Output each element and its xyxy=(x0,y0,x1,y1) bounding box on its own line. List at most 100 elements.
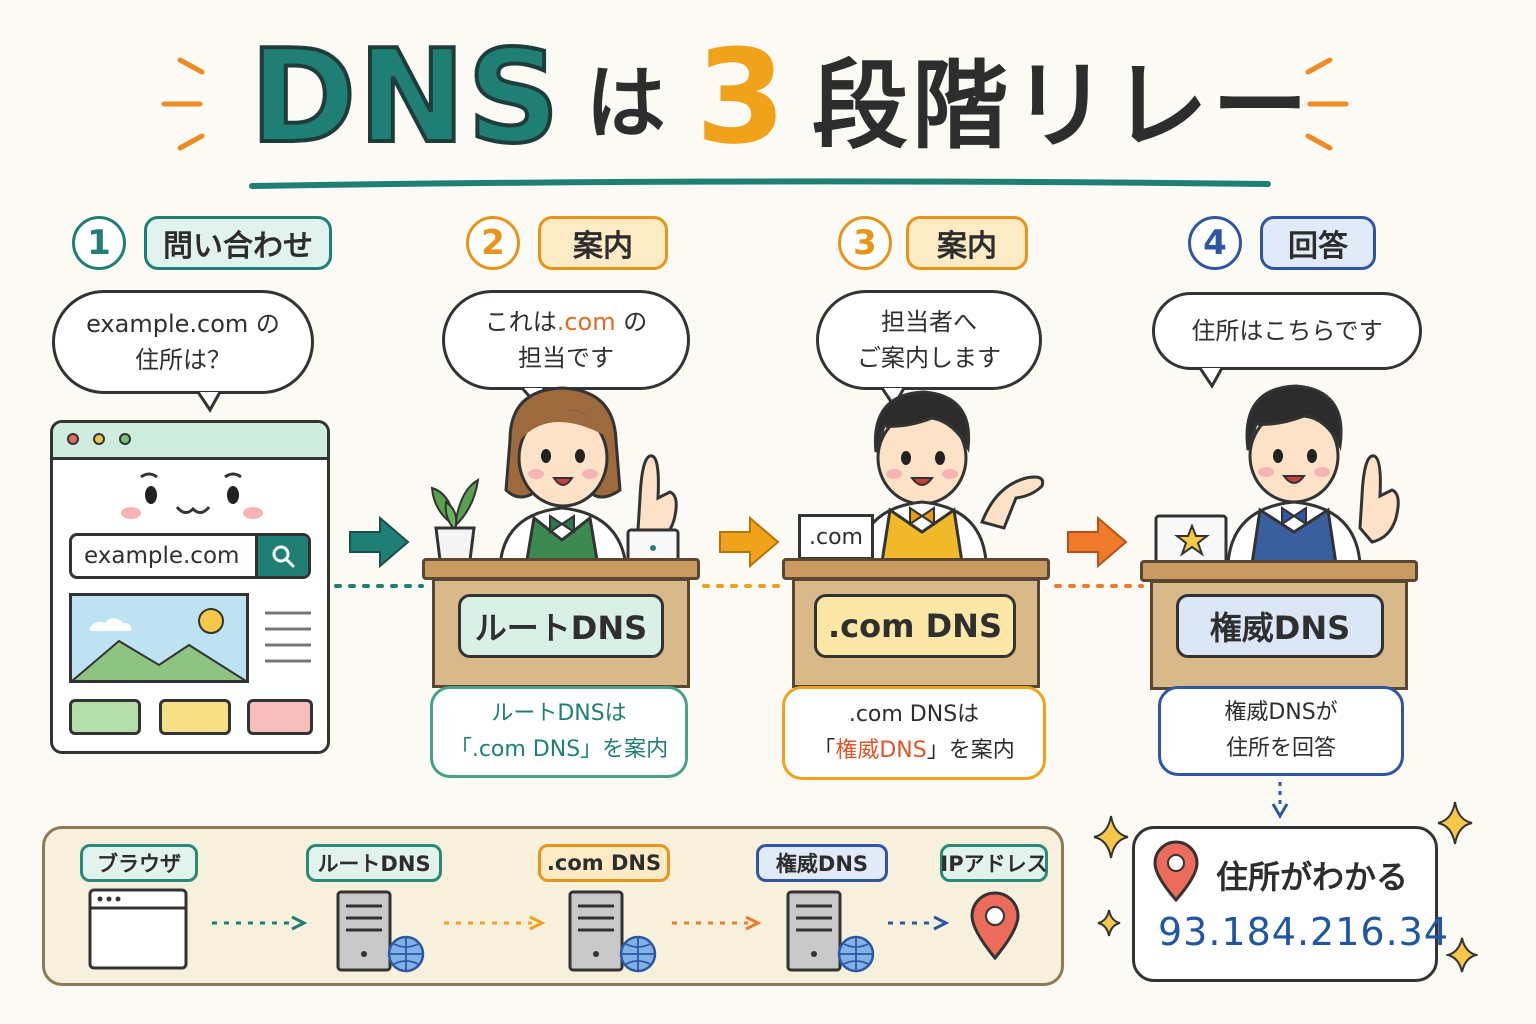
plant-icon xyxy=(430,478,480,562)
location-pin-icon xyxy=(970,891,1020,961)
authoritative-dns-staff-icon xyxy=(1226,384,1400,564)
title-number: 3 xyxy=(695,21,787,173)
note-authoritative-dns: 権威DNSが 住所を回答 xyxy=(1158,686,1404,776)
root-dns-staff-icon xyxy=(498,386,678,566)
speech-bubble-2: これは.com の 担当です xyxy=(442,290,690,390)
speech-bubble-4: 住所はこちらです xyxy=(1152,292,1422,370)
sparkle-small-icon xyxy=(1446,937,1478,973)
minimize-dot-icon xyxy=(93,433,105,445)
browser-titlebar xyxy=(53,423,327,460)
root-desk-top xyxy=(422,558,700,580)
green-block xyxy=(69,699,141,735)
step-1-label: 問い合わせ xyxy=(144,216,332,270)
bubble-2-pre: これは xyxy=(484,308,557,336)
page-title: DNS は 3 段階リレー xyxy=(248,21,1313,174)
com-desk-top xyxy=(782,558,1050,580)
sparkle-icon xyxy=(1437,801,1473,845)
bubble-2-line-2: 担当です xyxy=(518,344,614,372)
com-dns-staff-icon xyxy=(856,390,1045,562)
note-com-dns: .com DNSは 「権威DNS」を案内 xyxy=(782,686,1046,780)
flow-arrow-3 xyxy=(672,915,762,931)
browser-search-bar[interactable]: example.com xyxy=(69,533,311,579)
answer-title: 住所がわかる xyxy=(1216,858,1409,896)
arrow-down-icon xyxy=(1271,782,1289,819)
title-ha: は xyxy=(585,57,666,150)
bubble-4-tail xyxy=(1198,367,1224,389)
com-screen-label: .com xyxy=(798,514,874,560)
bubble-3-line-1: 担当者へ xyxy=(881,308,977,336)
note-3-line-1: 権威DNSが xyxy=(1224,700,1338,725)
answer-ip-address: 93.184.216.34 xyxy=(1158,910,1450,954)
answer-pin-icon xyxy=(1153,840,1199,903)
note-1-line-2: 「.com DNS」を案内 xyxy=(449,737,669,762)
note-2-line-1: .com DNSは xyxy=(848,702,980,727)
title-underline xyxy=(249,178,1271,189)
step-3-label: 案内 xyxy=(906,216,1028,270)
title-dns: DNS xyxy=(248,21,562,174)
maximize-dot-icon xyxy=(119,433,131,445)
root-dns-sign: ルートDNS xyxy=(458,594,664,658)
step-4-badge: 4 xyxy=(1188,216,1242,270)
browser-small-icon xyxy=(88,888,188,970)
authoritative-server-icon xyxy=(786,890,875,973)
speech-bubble-3: 担当者へ ご案内します xyxy=(816,290,1042,390)
flow-arrow-4 xyxy=(888,915,950,931)
flow-label-browser: ブラウザ xyxy=(80,844,198,882)
step-4-label: 回答 xyxy=(1260,216,1376,270)
arrow-right-orange-icon xyxy=(1067,515,1128,569)
authoritative-desk-top xyxy=(1140,560,1418,582)
note-3-line-2: 住所を回答 xyxy=(1225,736,1336,761)
arrow-right-yellow-icon xyxy=(719,515,780,569)
note-2-post: 」を案内 xyxy=(926,738,1015,763)
title-relay: 段階リレー xyxy=(812,49,1313,162)
bubble-2-line-1: これは.com の xyxy=(485,304,648,340)
flow-arrow-1 xyxy=(212,915,308,931)
step-2-badge: 2 xyxy=(466,216,520,270)
text-lines-icon xyxy=(265,611,311,663)
step-1-badge: 1 xyxy=(72,216,126,270)
bubble-1-tail xyxy=(196,391,222,413)
note-2-line-2: 「権威DNS」を案内 xyxy=(813,733,1014,769)
search-icon xyxy=(272,545,295,568)
step-2-label: 案内 xyxy=(538,216,668,270)
sparkle-small-icon xyxy=(1097,909,1121,937)
star-laptop-icon xyxy=(1154,514,1228,566)
close-dot-icon xyxy=(67,433,79,445)
pink-block xyxy=(247,699,313,735)
dotted-line-3 xyxy=(1054,584,1144,588)
note-root-dns: ルートDNSは 「.com DNS」を案内 xyxy=(430,686,688,778)
flow-arrow-2 xyxy=(444,915,546,931)
note-2-highlight: 権威DNS xyxy=(835,738,927,763)
com-dns-sign: .com DNS xyxy=(814,594,1016,658)
browser-face-icon xyxy=(121,472,263,519)
bubble-1-line-1: example.com の xyxy=(86,310,280,338)
step-3-badge: 3 xyxy=(838,216,892,270)
dotted-line-1 xyxy=(334,584,424,588)
sparkle-icon xyxy=(1093,815,1129,859)
arrow-right-green-icon xyxy=(349,515,410,569)
flow-label-root-dns: ルートDNS xyxy=(306,844,442,882)
browser-search-input[interactable]: example.com xyxy=(84,543,240,569)
note-1-line-1: ルートDNSは xyxy=(491,701,627,726)
dotted-line-2 xyxy=(702,584,788,588)
bubble-1-line-2: 住所は？ xyxy=(135,346,231,374)
flow-label-ip-address: IPアドレス xyxy=(940,844,1048,882)
spark-left-icon xyxy=(161,57,205,151)
spark-right-icon xyxy=(1305,57,1349,151)
flow-label-authoritative-dns: 権威DNS xyxy=(756,844,888,882)
speech-bubble-1: example.com の 住所は？ xyxy=(52,290,314,394)
bubble-4-line-1: 住所はこちらです xyxy=(1191,317,1383,345)
bubble-2-post: の xyxy=(623,308,648,336)
landscape-image-icon xyxy=(69,593,249,683)
search-button[interactable] xyxy=(255,536,308,576)
bubble-3-line-2: ご案内します xyxy=(857,344,1001,372)
bubble-2-highlight: .com xyxy=(556,308,616,336)
com-server-icon xyxy=(568,890,657,973)
authoritative-dns-sign: 権威DNS xyxy=(1176,594,1384,658)
note-2-pre: 「 xyxy=(813,738,836,763)
root-server-icon xyxy=(336,890,425,973)
yellow-block xyxy=(159,699,231,735)
flow-label-com-dns: .com DNS xyxy=(538,844,670,882)
browser-window: example.com xyxy=(50,420,330,754)
